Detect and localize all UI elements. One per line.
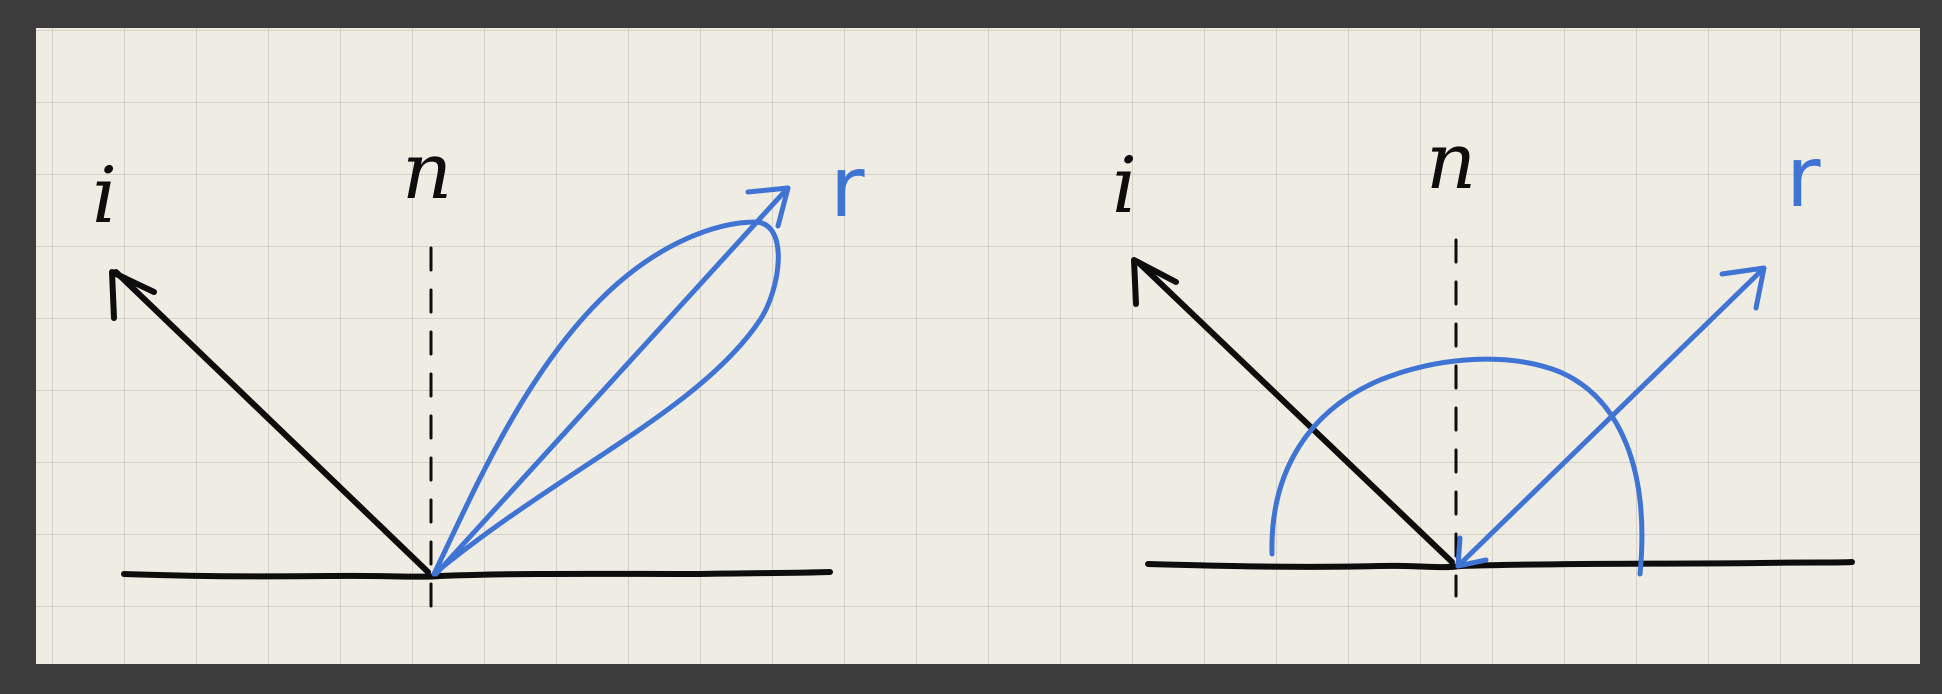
label-reflected-right: r: [1786, 128, 1821, 226]
reflected-arrow-left: [433, 187, 789, 577]
glossy-lobe: [431, 219, 781, 577]
panel-glossy: i n r: [92, 127, 865, 608]
label-normal-right: n: [1426, 117, 1476, 207]
incident-arrow-left: [113, 269, 431, 575]
incident-arrowhead-right: [1131, 257, 1179, 307]
label-reflected-left: r: [830, 138, 865, 236]
incident-arrow-right: [1135, 259, 1455, 565]
reflected-arrowhead-at-origin-right: [1455, 535, 1489, 569]
diffuse-hemisphere: [1269, 356, 1645, 577]
surface-line-right: [1145, 559, 1855, 571]
label-incident-left: i: [92, 151, 117, 241]
label-incident-right: i: [1112, 141, 1137, 231]
grid-paper-background: [36, 28, 1920, 664]
surface-line-left: [121, 569, 833, 580]
panel-diffuse: i n r: [1112, 117, 1855, 598]
reflected-arrowhead-left: [745, 185, 791, 229]
reflected-arrow-right: [1455, 267, 1765, 569]
reflected-arrowhead-right: [1719, 265, 1767, 311]
incident-arrowhead-left: [109, 269, 157, 321]
label-normal-left: n: [402, 127, 452, 217]
